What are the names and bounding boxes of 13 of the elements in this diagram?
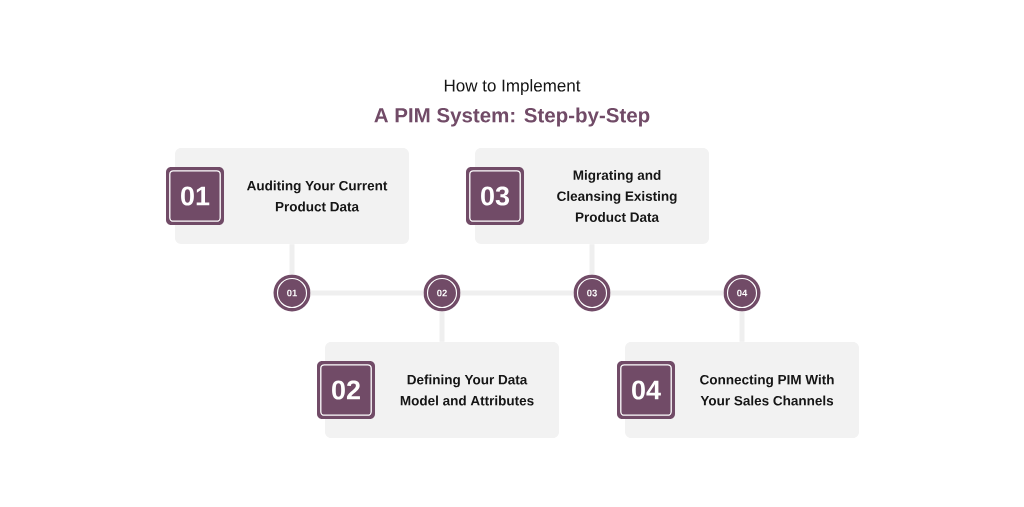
- connector-line: [310, 290, 424, 296]
- connector-line: [460, 290, 574, 296]
- heading: How to Implement: [444, 79, 581, 95]
- connector-line: [439, 311, 445, 342]
- connector-line: [739, 311, 745, 342]
- number-badge: 01: [166, 167, 224, 225]
- connector-line: [289, 244, 295, 275]
- subheading: A PIM System: Step-by-Step: [374, 107, 650, 127]
- number-badge: 03: [466, 167, 524, 225]
- number-badge: 02: [317, 361, 375, 419]
- connector-line: [589, 244, 595, 275]
- number-badge: 04: [617, 361, 675, 419]
- connector-line: [610, 290, 724, 296]
